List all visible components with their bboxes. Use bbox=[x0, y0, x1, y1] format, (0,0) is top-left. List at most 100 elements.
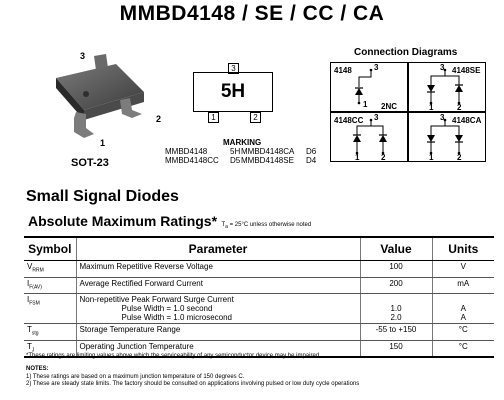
unit-cell: V bbox=[431, 260, 494, 278]
package-name: SOT-23 bbox=[71, 157, 109, 169]
parameter-cell: Operating Junction Temperature bbox=[75, 340, 360, 359]
marking-heading: MARKING bbox=[223, 138, 262, 147]
symbol-subscript: J bbox=[31, 347, 35, 354]
cell-pin-2: 2 bbox=[457, 103, 462, 112]
unit-cell: °C bbox=[431, 323, 494, 341]
symbol: T bbox=[27, 325, 32, 335]
cell-pin-1: 1 bbox=[429, 153, 434, 162]
marking-table: MMBD4148 5H MMBD4148CA D6 MMBD4148CC D5 … bbox=[165, 147, 330, 165]
document-title: MMBD4148 / SE / CC / CA bbox=[119, 2, 385, 25]
unit-cell: °C bbox=[431, 340, 494, 359]
cell-pin-3: 3 bbox=[440, 113, 445, 122]
symbol-subscript: stg bbox=[31, 330, 39, 337]
marking-code: 5H bbox=[230, 147, 241, 156]
unit-cell: mA bbox=[431, 277, 494, 295]
connection-cell-4148se: 3 4148SE 1 2 bbox=[408, 62, 486, 112]
marking-code: D6 bbox=[306, 147, 317, 156]
package-pin-2: 2 bbox=[156, 114, 162, 124]
marking-code: D4 bbox=[306, 156, 317, 165]
connection-cell-4148ca: 3 4148CA 1 2 bbox=[408, 112, 486, 162]
condition-symbol: T bbox=[221, 222, 226, 228]
table-row: IF(AV) Average Rectified Forward Current… bbox=[24, 277, 494, 295]
note-item: 2) These are steady state limits. The fa… bbox=[26, 381, 360, 387]
parameter-cell: Non-repetitive Peak Forward Surge Curren… bbox=[75, 293, 360, 325]
symbol-cell: IFSM bbox=[24, 293, 76, 325]
marking-pin-1: 1 bbox=[208, 112, 219, 123]
sot23-package-drawing: 3 1 2 bbox=[28, 48, 168, 158]
cell-pin-2: 2 bbox=[457, 153, 462, 162]
single-diode-symbol bbox=[355, 68, 373, 105]
package-pin-1: 1 bbox=[100, 138, 106, 148]
symbol: T bbox=[27, 341, 32, 351]
value-text: 1.0 bbox=[390, 304, 402, 314]
symbol-subscript: RRM bbox=[32, 267, 44, 274]
symbol-subscript: FSM bbox=[29, 300, 40, 307]
unit-cell: A A bbox=[431, 293, 494, 325]
unit-text: A bbox=[460, 304, 466, 314]
cell-label: 4148SE bbox=[452, 66, 481, 75]
marking-part: MMBD4148CC bbox=[165, 156, 219, 165]
marking-row: MMBD4148 5H MMBD4148CA D6 bbox=[165, 147, 330, 156]
marking-part: MMBD4148CA bbox=[241, 147, 295, 156]
parameter-subtext: Pulse Width = 1.0 microsecond bbox=[121, 313, 233, 323]
marking-code-box: 5H bbox=[193, 72, 273, 112]
package-illustration bbox=[56, 54, 144, 138]
symbol: I bbox=[27, 278, 30, 288]
table-row: TJ Operating Junction Temperature 150 °C bbox=[24, 340, 494, 359]
table-row: VRRM Maximum Repetitive Reverse Voltage … bbox=[24, 260, 494, 278]
table-row: Tstg Storage Temperature Range -55 to +1… bbox=[24, 323, 494, 341]
cell-pin-2: 2 bbox=[381, 153, 386, 162]
marking-part: MMBD4148SE bbox=[241, 156, 294, 165]
ratings-heading: Absolute Maximum Ratings* Ta = 25°C unle… bbox=[28, 213, 311, 231]
note-item: 1) These ratings are based on a maximum … bbox=[26, 374, 245, 380]
marking-row: MMBD4148CC D5 MMBD4148SE D4 bbox=[165, 156, 330, 165]
package-pin-3: 3 bbox=[80, 51, 86, 61]
symbol: I bbox=[27, 295, 30, 305]
value-cell: -55 to +150 bbox=[359, 323, 432, 341]
parameter-cell: Average Rectified Forward Current bbox=[75, 277, 360, 295]
marking-pin-3: 3 bbox=[228, 63, 239, 74]
column-header-units: Units bbox=[431, 236, 494, 261]
marking-code: D5 bbox=[230, 156, 241, 165]
parameter-cell: Storage Temperature Range bbox=[75, 323, 360, 341]
section-title: Small Signal Diodes bbox=[26, 188, 179, 205]
column-header-symbol: Symbol bbox=[24, 236, 76, 261]
common-anode-symbol bbox=[427, 118, 463, 155]
parameter-cell: Maximum Repetitive Reverse Voltage bbox=[75, 260, 360, 278]
cell-pin-3: 3 bbox=[374, 113, 379, 122]
ratings-condition: Ta = 25°C unless otherwise noted bbox=[221, 222, 311, 231]
table-header-row: Symbol Parameter Value Units bbox=[24, 236, 494, 261]
value-cell: 1.0 2.0 bbox=[359, 293, 432, 325]
value-text: 2.0 bbox=[390, 313, 402, 323]
connection-cell-4148cc: 4148CC 3 1 2 bbox=[330, 112, 408, 162]
parameter-text: Non-repetitive Peak Forward Surge Curren… bbox=[79, 295, 234, 305]
cell-pin-1: 1 bbox=[363, 100, 368, 109]
parameter-subtext: Pulse Width = 1.0 second bbox=[121, 304, 213, 314]
column-header-value: Value bbox=[359, 236, 432, 261]
cell-label: 4148CA bbox=[452, 116, 482, 125]
condition-subscript: a bbox=[225, 224, 228, 231]
symbol-cell: VRRM bbox=[24, 260, 76, 278]
symbol-cell: TJ bbox=[24, 340, 76, 359]
cell-label: 4148 bbox=[334, 66, 352, 75]
cell-pin-1: 1 bbox=[429, 103, 434, 112]
series-diode-symbol bbox=[427, 68, 463, 105]
connection-diagrams-title: Connection Diagrams bbox=[354, 47, 458, 58]
cell-pin-2nc: 2NC bbox=[381, 102, 398, 111]
marking-pin-2: 2 bbox=[250, 112, 261, 123]
marking-part: MMBD4148 bbox=[165, 147, 208, 156]
value-cell: 100 bbox=[359, 260, 432, 278]
unit-text: A bbox=[460, 313, 466, 323]
symbol-cell: IF(AV) bbox=[24, 277, 76, 295]
cell-pin-1: 1 bbox=[355, 153, 360, 162]
notes-heading: NOTES: bbox=[26, 366, 49, 372]
cell-pin-3: 3 bbox=[440, 63, 445, 72]
cell-label: 4148CC bbox=[334, 116, 364, 125]
value-cell: 200 bbox=[359, 277, 432, 295]
value-cell: 150 bbox=[359, 340, 432, 359]
symbol-subscript: F(AV) bbox=[29, 284, 42, 291]
common-cathode-symbol bbox=[353, 118, 387, 155]
table-row: IFSM Non-repetitive Peak Forward Surge C… bbox=[24, 293, 494, 325]
ratings-footnote: *These ratings are limiting values above… bbox=[26, 353, 321, 359]
symbol-cell: Tstg bbox=[24, 323, 76, 341]
